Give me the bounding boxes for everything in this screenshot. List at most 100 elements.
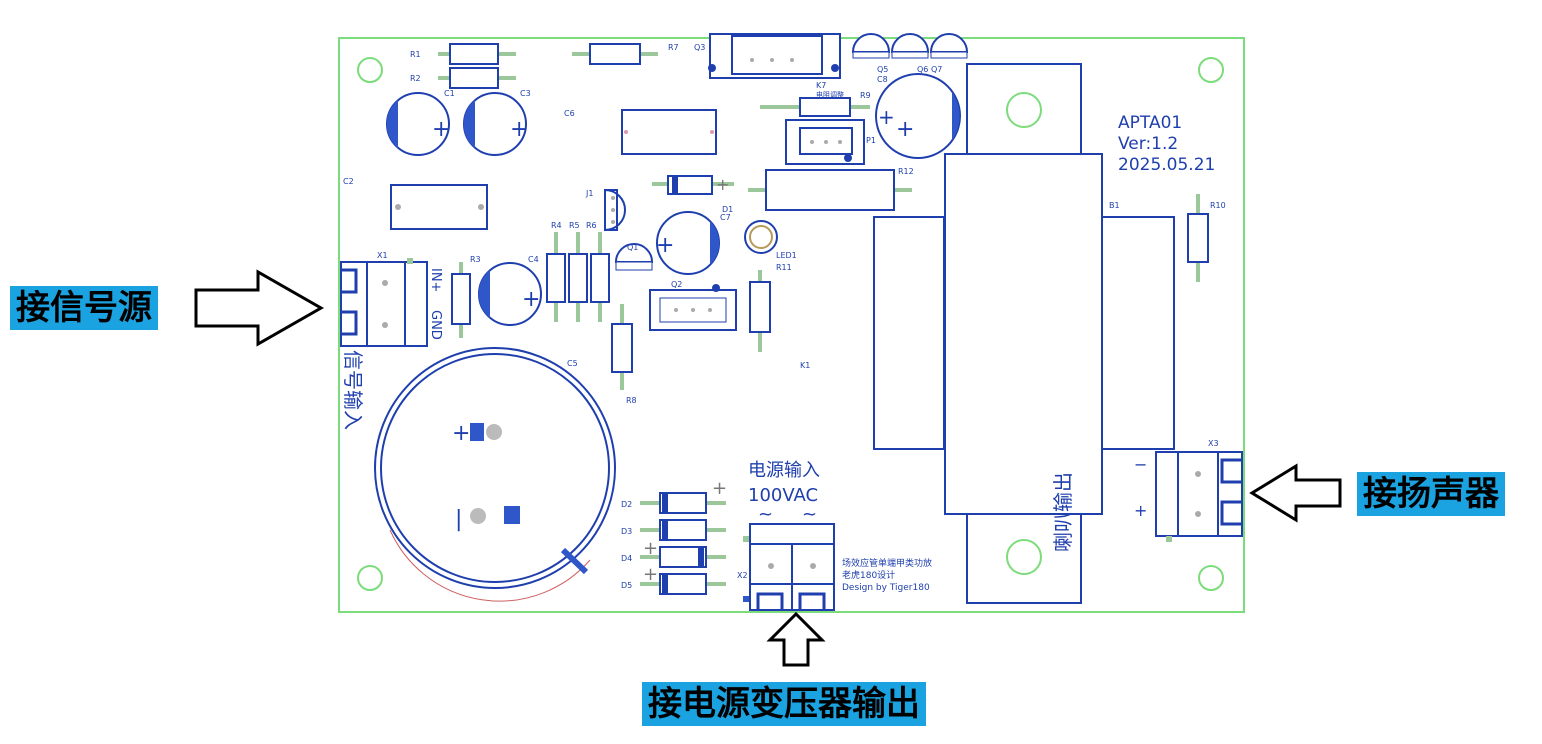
label-tilde-left: ~ bbox=[758, 504, 773, 525]
designator-j1: J1 bbox=[585, 189, 593, 198]
mounting-hole bbox=[1198, 565, 1224, 591]
diode-d5: + bbox=[640, 564, 726, 595]
label-in-plus: IN+ bbox=[428, 268, 443, 292]
arrow-left-icon bbox=[1249, 463, 1342, 523]
callout-speaker: 接扬声器 bbox=[1357, 472, 1505, 516]
svg-text:+: + bbox=[452, 421, 470, 446]
designator-q6: Q6 bbox=[917, 65, 928, 74]
resistor-r6 bbox=[590, 232, 610, 322]
transistor-q1 bbox=[614, 243, 654, 271]
designator-r7: R7 bbox=[668, 43, 679, 52]
label-speaker-output: 喇叭输出 bbox=[1051, 472, 1075, 552]
label-cutoff-adjust: 电阻调整 bbox=[816, 90, 844, 99]
designator-r8: R8 bbox=[626, 396, 637, 405]
capacitor-c8: + + bbox=[875, 73, 961, 159]
capacitor-c6 bbox=[621, 109, 717, 155]
resistor-r1 bbox=[438, 43, 516, 65]
callout-signal-source: 接信号源 bbox=[10, 286, 158, 330]
designator-k1: K1 bbox=[800, 361, 810, 370]
connector-p1 bbox=[785, 119, 865, 165]
connector-j1 bbox=[604, 188, 626, 232]
resistor-r8 bbox=[611, 304, 633, 390]
capacitor-c1: + bbox=[386, 92, 450, 156]
led-led1 bbox=[744, 220, 778, 254]
terminal-x3 bbox=[1155, 451, 1243, 542]
transformer-b1 bbox=[873, 63, 1175, 604]
designator-d3: D3 bbox=[621, 527, 632, 536]
label-power-input: 电源输入 bbox=[748, 460, 820, 481]
designator-k7: K7 bbox=[816, 81, 826, 90]
capacitor-c3: + bbox=[463, 92, 528, 156]
credit-line-1: 场效应管单端甲类功放 bbox=[842, 557, 932, 569]
label-minus: − bbox=[1134, 455, 1147, 474]
designator-r11: R11 bbox=[776, 263, 792, 272]
svg-text:+: + bbox=[896, 117, 914, 142]
designator-d2: D2 bbox=[621, 500, 632, 509]
diode-d2: + bbox=[640, 478, 727, 514]
diode-d3 bbox=[640, 519, 726, 541]
designator-x1: X1 bbox=[377, 251, 388, 260]
svg-text:+: + bbox=[878, 105, 895, 129]
designator-p1: P1 bbox=[866, 136, 876, 145]
capacitor-c7: + bbox=[656, 211, 720, 275]
diode-d1: + bbox=[652, 175, 734, 195]
capacitor-c5: + | bbox=[374, 347, 616, 602]
label-plus: + bbox=[1134, 501, 1147, 520]
svg-text:+: + bbox=[522, 287, 540, 312]
designator-r10: R10 bbox=[1210, 201, 1226, 210]
designator-r5: R5 bbox=[569, 221, 580, 230]
designator-c7: C7 bbox=[720, 213, 731, 222]
diode-d4: + bbox=[640, 538, 726, 568]
designator-q2: Q2 bbox=[671, 280, 682, 289]
arrow-right-icon bbox=[194, 269, 325, 347]
mounting-hole bbox=[357, 57, 383, 83]
transistor-q7 bbox=[929, 33, 969, 59]
designator-b1: B1 bbox=[1109, 201, 1120, 210]
label-gnd: GND bbox=[428, 310, 443, 340]
svg-text:+: + bbox=[510, 117, 528, 142]
transistor-q2 bbox=[649, 284, 737, 331]
designator-c8: C8 bbox=[877, 75, 888, 84]
resistor-r5 bbox=[568, 232, 588, 322]
designator-led1: LED1 bbox=[776, 251, 797, 260]
capacitor-c4: + bbox=[478, 262, 542, 326]
arrow-up-icon bbox=[766, 611, 826, 667]
designator-d4: D4 bbox=[621, 554, 632, 563]
board-version: Ver:1.2 bbox=[1118, 134, 1178, 154]
terminal-x2 bbox=[743, 523, 835, 611]
board-name: APTA01 bbox=[1118, 113, 1182, 133]
credit-line-2: 老虎180设计 bbox=[842, 569, 895, 581]
board-date: 2025.05.21 bbox=[1118, 155, 1215, 175]
designator-x2: X2 bbox=[737, 571, 748, 580]
credit-line-3: Design by Tiger180 bbox=[842, 583, 930, 593]
designator-c6: C6 bbox=[564, 109, 575, 118]
svg-text:+: + bbox=[432, 117, 450, 142]
transistor-q5 bbox=[851, 33, 891, 59]
designator-x3: X3 bbox=[1208, 439, 1219, 448]
transistor-q6 bbox=[890, 33, 930, 59]
resistor-r10 bbox=[1187, 194, 1209, 282]
resistor-r9 bbox=[760, 97, 870, 117]
resistor-r12 bbox=[748, 169, 912, 211]
svg-text:+: + bbox=[643, 538, 658, 559]
resistor-r7 bbox=[572, 43, 658, 65]
mounting-hole bbox=[357, 565, 383, 591]
designator-r1: R1 bbox=[410, 50, 421, 59]
label-tilde-right: ~ bbox=[802, 504, 817, 525]
resistor-r11 bbox=[749, 270, 771, 352]
resistor-r2 bbox=[438, 67, 516, 89]
svg-text:+: + bbox=[643, 564, 658, 585]
transistor-q3 bbox=[708, 33, 841, 79]
designator-q7: Q7 bbox=[931, 65, 942, 74]
resistor-r4 bbox=[546, 232, 566, 322]
callout-power-transformer: 接电源变压器输出 bbox=[642, 682, 926, 726]
designator-d1: D1 bbox=[722, 205, 733, 214]
designator-r3: R3 bbox=[470, 255, 481, 264]
svg-text:+: + bbox=[716, 175, 729, 194]
designator-r9: R9 bbox=[860, 91, 871, 100]
designator-q3: Q3 bbox=[694, 43, 705, 52]
designator-q1: Q1 bbox=[627, 243, 638, 252]
designator-r4: R4 bbox=[551, 221, 562, 230]
